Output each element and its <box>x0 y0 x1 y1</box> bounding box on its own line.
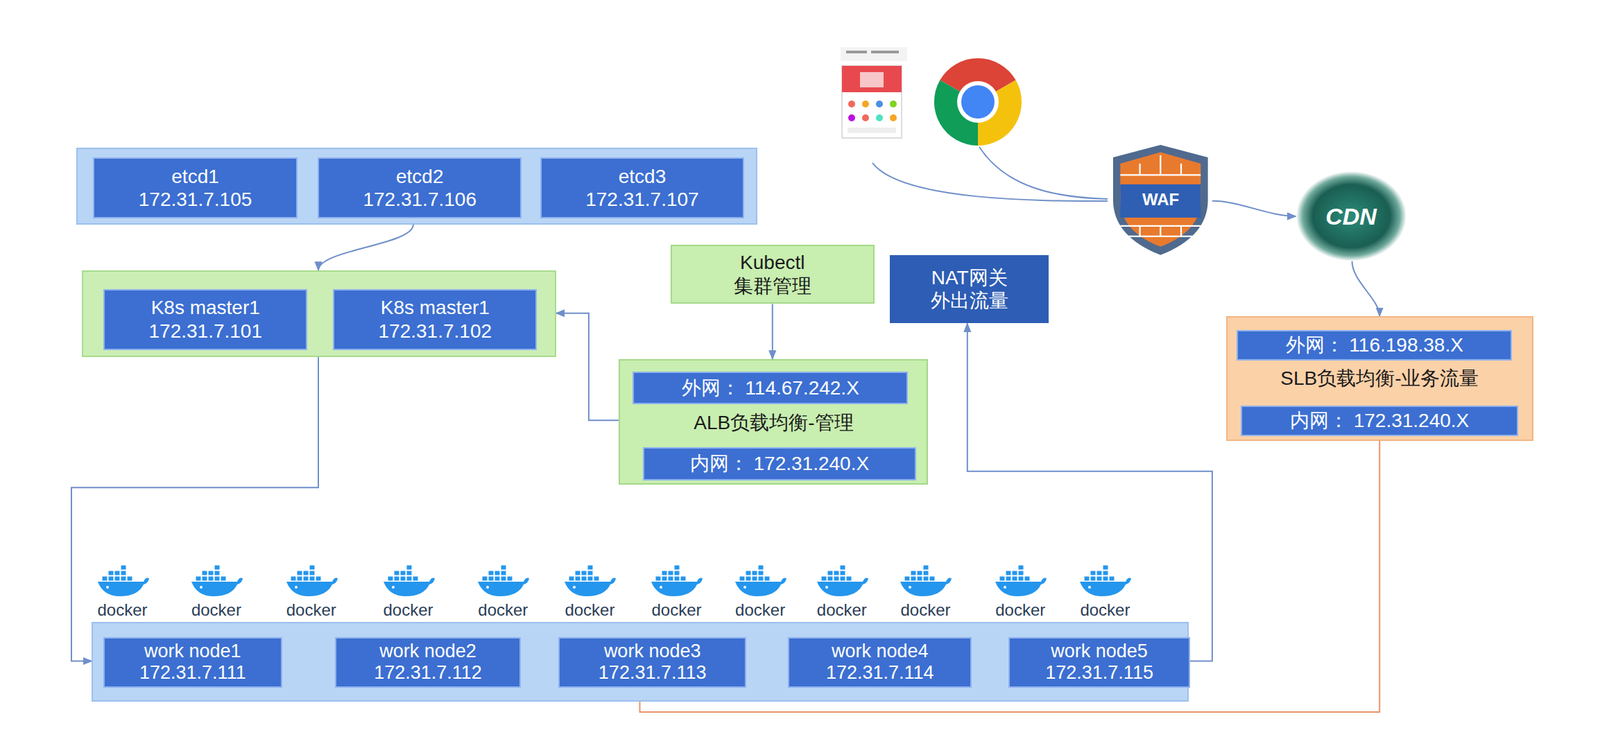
etcd-box: etcd1172.31.7.105 <box>92 157 297 219</box>
flow-line <box>872 162 1108 202</box>
box-text: etcd2 <box>362 165 477 189</box>
chrome-icon <box>934 58 1022 146</box>
docker-label: docker <box>97 600 148 621</box>
connector <box>1352 261 1381 317</box>
box-text: 172.31.7.114 <box>826 662 935 684</box>
docker-label: docker <box>382 600 433 621</box>
box-text: etcd3 <box>585 165 700 189</box>
slb-panel: SLB负载均衡-业务流量 外网： 116.198.38.X 内网： 172.31.2… <box>1226 316 1534 441</box>
connector <box>967 323 1213 661</box>
cdn-circle: CDN <box>1296 171 1407 261</box>
docker-label: docker <box>651 600 702 621</box>
box-text: WAF <box>1142 190 1180 211</box>
box-text: 172.31.7.113 <box>598 662 707 684</box>
worker-group: work node1172.31.7.111work node2172.31.7… <box>91 622 1189 702</box>
docker-icons <box>97 565 1132 597</box>
docker-label: docker <box>286 600 337 621</box>
docker-label: docker <box>816 600 867 621</box>
docker-label: docker <box>191 600 242 621</box>
box-text: 外网： 116.198.38.X <box>1285 333 1464 358</box>
box-text: work node4 <box>826 640 935 663</box>
box-text: NAT网关 <box>930 266 1009 290</box>
box-text: 内网： 172.31.240.X <box>1289 409 1469 433</box>
ip-box: 内网： 172.31.240.X <box>642 447 917 482</box>
box-text: 172.31.7.115 <box>1045 662 1154 684</box>
box-text: work node2 <box>373 640 483 663</box>
flow-line <box>979 147 1108 200</box>
etcd-group: etcd1172.31.7.105etcd2172.31.7.106etcd31… <box>76 147 757 225</box>
box-text: 集群管理 <box>733 274 812 299</box>
docker-label: docker <box>995 600 1046 621</box>
box-text: 172.31.7.111 <box>139 662 247 684</box>
docker-label: docker <box>564 600 615 621</box>
box-text: K8s master1 <box>378 296 493 320</box>
kubectl-box: Kubectl集群管理 <box>670 244 875 304</box>
box-text: 外网： 114.67.242.X <box>681 376 860 401</box>
box-text: 172.31.7.105 <box>138 187 253 212</box>
alb-panel: ALB负载均衡-管理外网： 114.67.242.X 内网： 172.31.240… <box>618 359 928 485</box>
box-text: CDN <box>1325 202 1377 231</box>
worker-box: work node5172.31.7.115 <box>1008 637 1191 689</box>
box-text: 172.31.7.106 <box>362 187 477 212</box>
connector <box>71 357 319 662</box>
connector <box>1212 201 1297 217</box>
box-text: work node1 <box>139 640 247 663</box>
worker-box: work node3172.31.7.113 <box>558 637 747 689</box>
worker-box: work node4172.31.7.114 <box>787 637 972 689</box>
ip-box: 内网： 172.31.240.X <box>1240 405 1519 437</box>
etcd-box: etcd3172.31.7.107 <box>540 157 745 219</box>
box-text: ALB负载均衡-管理 <box>620 411 927 435</box>
box-text: Kubectl <box>733 251 812 275</box>
box-text: 内网： 172.31.240.X <box>690 452 870 476</box>
waf-shield: WAF <box>1108 142 1213 258</box>
box-text: 172.31.7.102 <box>378 319 493 344</box>
ip-box: 外网： 114.67.242.X <box>632 371 908 405</box>
worker-box: work node2172.31.7.112 <box>334 637 521 689</box>
nat-gateway-box: NAT网关外出流量 <box>889 255 1050 324</box>
box-text: 172.31.7.107 <box>585 187 700 212</box>
box-text: work node5 <box>1045 640 1154 663</box>
box-text: K8s master1 <box>149 296 263 320</box>
master-box: K8s master1172.31.7.102 <box>332 289 537 351</box>
connector <box>771 303 774 360</box>
box-text: work node3 <box>598 640 707 663</box>
box-text: SLB负载均衡-业务流量 <box>1227 367 1533 392</box>
connector <box>318 224 414 271</box>
docker-label: docker <box>900 600 951 621</box>
connector <box>556 313 620 421</box>
box-text: 172.31.7.112 <box>373 662 483 684</box>
box-text: 172.31.7.101 <box>149 319 263 344</box>
box-text: etcd1 <box>138 165 253 189</box>
ip-box: 外网： 116.198.38.X <box>1236 330 1512 361</box>
docker-label: docker <box>477 600 528 621</box>
docker-label: docker <box>1079 600 1130 621</box>
master-box: K8s master1172.31.7.101 <box>103 289 308 351</box>
worker-box: work node1172.31.7.111 <box>103 637 282 689</box>
master-group: K8s master1172.31.7.101K8s master1172.31… <box>81 270 557 358</box>
box-text: 外出流量 <box>930 289 1009 313</box>
docker-label: docker <box>735 600 786 621</box>
phone-icon <box>840 47 908 139</box>
etcd-box: etcd2172.31.7.106 <box>317 157 522 219</box>
